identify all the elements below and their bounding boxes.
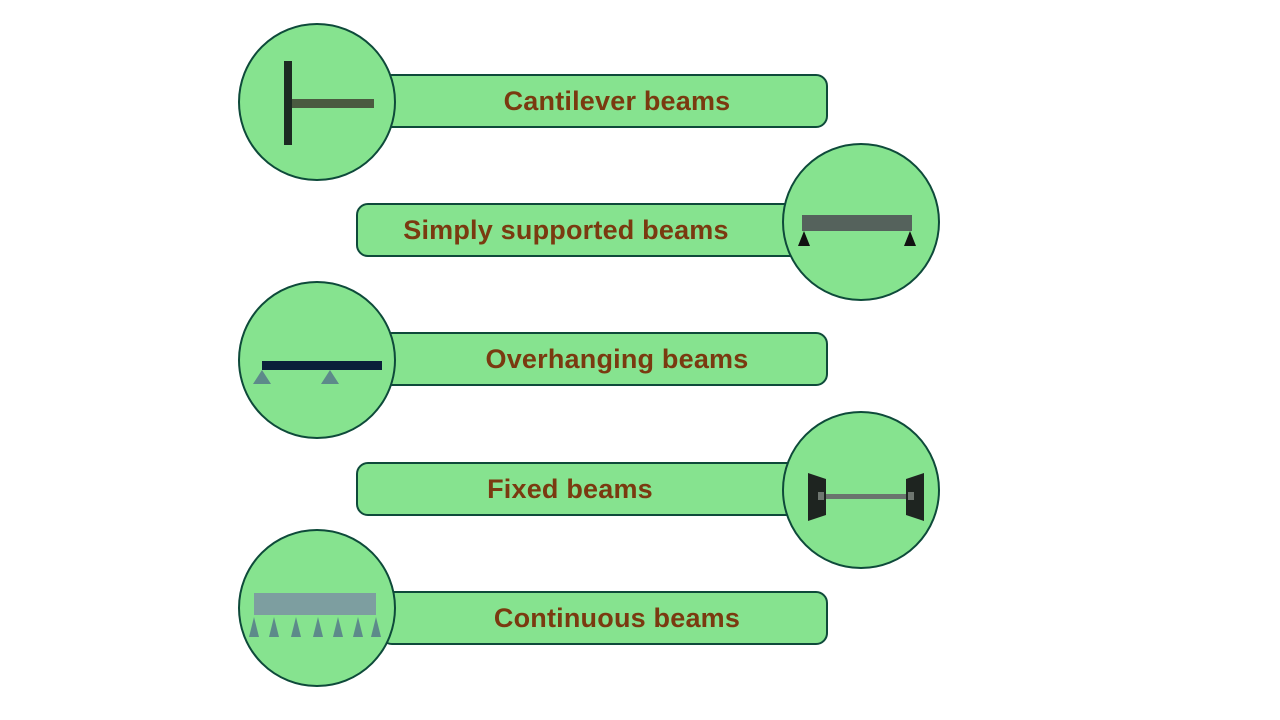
overhanging-beam-icon (238, 281, 396, 439)
item-label: Fixed beams (487, 473, 653, 504)
list-item-continuous: Continuous beams (380, 591, 828, 645)
item-label: Cantilever beams (503, 85, 731, 116)
item-label: Simply supported beams (403, 214, 729, 245)
item-label: Overhanging beams (485, 343, 749, 374)
list-item-fixed: Fixed beams (356, 462, 804, 516)
cantilever-beam-icon (238, 23, 396, 181)
fixed-beam-icon (782, 411, 940, 569)
simply-supported-beam-icon (782, 143, 940, 301)
list-item-cantilever: Cantilever beams (380, 74, 828, 128)
item-label: Continuous beams (493, 602, 741, 633)
continuous-beam-icon (238, 529, 396, 687)
list-item-overhanging: Overhanging beams (380, 332, 828, 386)
list-item-simply-supported: Simply supported beams (356, 203, 804, 257)
